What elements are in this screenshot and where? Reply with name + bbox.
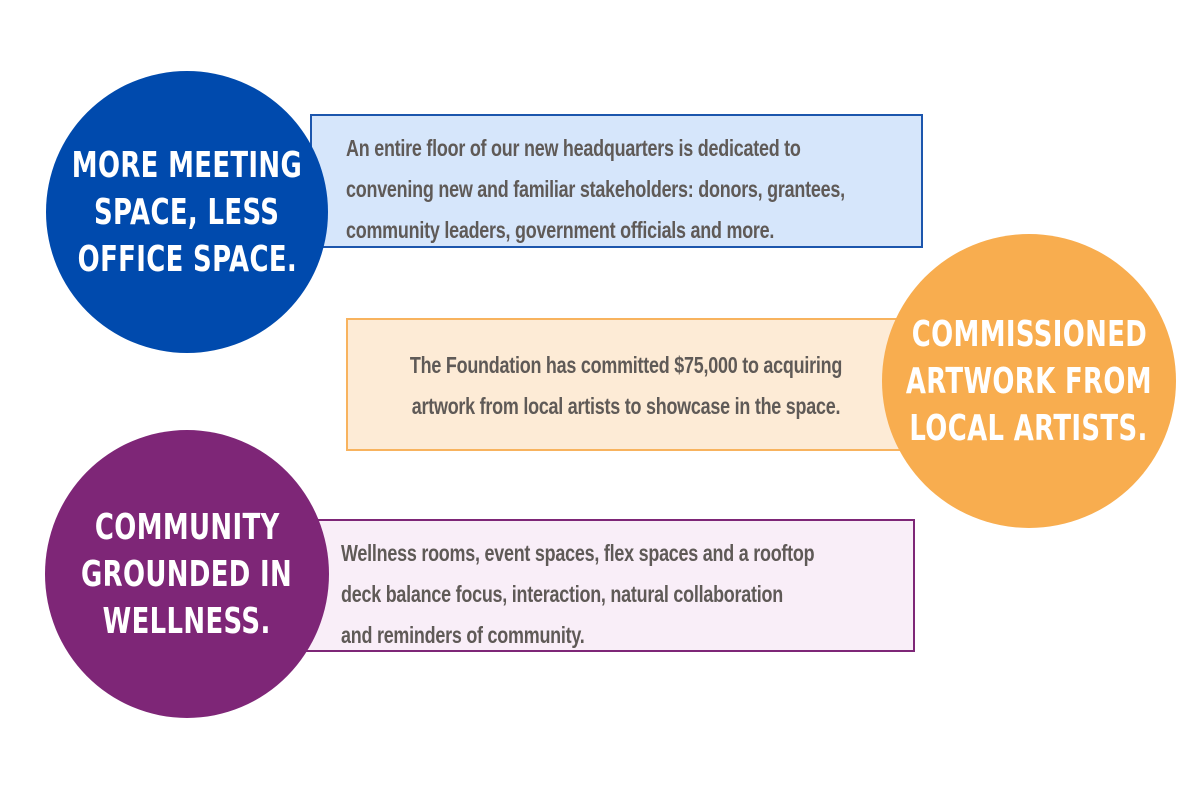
circle-title-line: wellness.	[102, 600, 271, 642]
description-line: community leaders, government officials …	[346, 217, 775, 243]
meeting-space-circle: More meeting space, less office space.	[46, 71, 328, 353]
description-line: The Foundation has committed $75,000 to …	[409, 352, 843, 378]
circle-title-line: office space.	[77, 238, 297, 280]
meeting-space-description-box: An entire floor of our new headquarters …	[310, 114, 923, 248]
circle-title-line: More meeting	[71, 144, 303, 186]
circle-title-line: local artists.	[909, 407, 1149, 449]
circle-title-line: artwork from	[905, 360, 1153, 402]
wellness-circle: Community grounded in wellness.	[45, 430, 329, 718]
circle-title-line: space, less	[94, 191, 280, 233]
circle-title-line: Community	[94, 506, 280, 548]
description-line: artwork from local artists to showcase i…	[411, 393, 841, 419]
description-line: convening new and familiar stakeholders:…	[346, 176, 845, 202]
description-line: An entire floor of our new headquarters …	[346, 135, 801, 161]
artwork-circle: Commissioned artwork from local artists.	[882, 234, 1176, 528]
description-line: deck balance focus, interaction, natural…	[341, 581, 783, 607]
circle-title-line: Commissioned	[911, 313, 1147, 355]
artwork-description-box: The Foundation has committed $75,000 to …	[346, 318, 906, 451]
description-line: and reminders of community.	[341, 622, 585, 648]
description-line: Wellness rooms, event spaces, flex space…	[341, 540, 815, 566]
wellness-description-box: Wellness rooms, event spaces, flex space…	[305, 519, 915, 652]
circle-title-line: grounded in	[81, 553, 293, 595]
